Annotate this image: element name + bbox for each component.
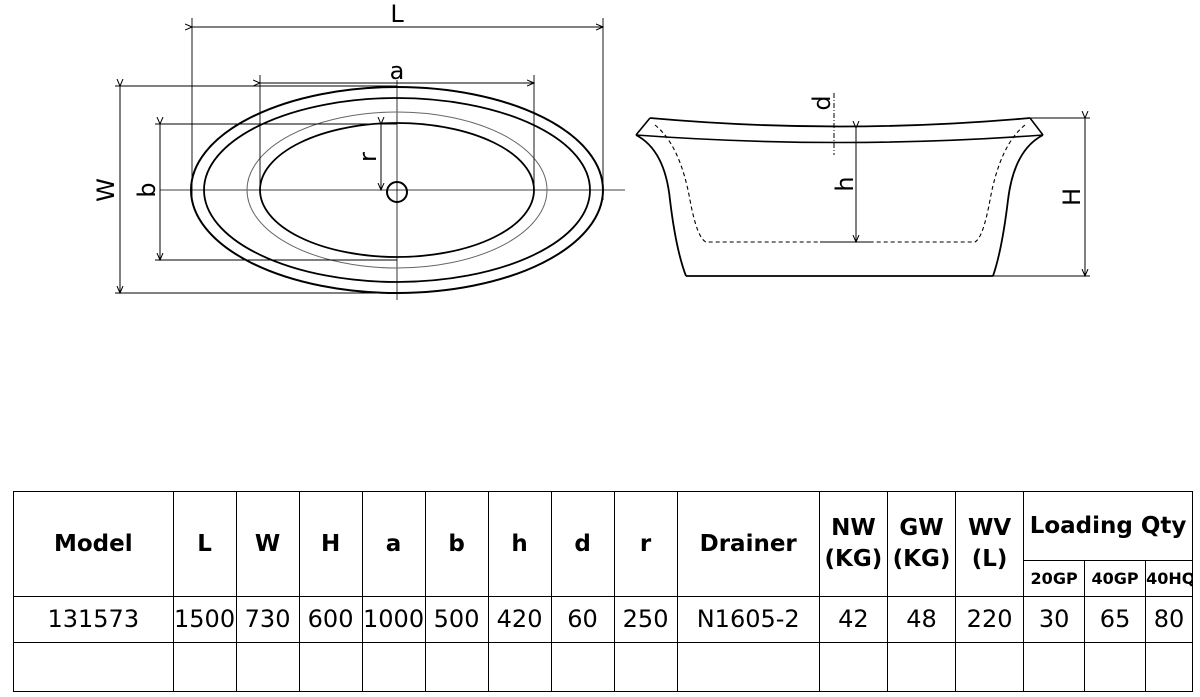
side-inner-basin [654, 124, 1026, 243]
label-a: a [390, 57, 405, 85]
technical-drawing: L a r W b d h H [92, 0, 1090, 300]
header-r: r [613, 491, 678, 597]
table-row: 131573 1500 730 600 1000 500 420 60 250 … [13, 595, 1193, 643]
side-view [635, 93, 1090, 277]
cell-W: 730 [235, 595, 300, 643]
header-H: H [298, 491, 363, 597]
cell-wv: 220 [955, 595, 1025, 643]
cell-nw: 42 [818, 595, 888, 643]
top-view [115, 18, 625, 300]
label-h: h [831, 176, 859, 191]
cell-r: 250 [613, 595, 678, 643]
cell-20gp: 30 [1023, 595, 1086, 643]
header-b: b [424, 491, 489, 597]
cell-40gp: 65 [1084, 595, 1147, 643]
label-r: r [354, 152, 382, 162]
header-L: L [172, 491, 237, 597]
header-nw: NW (KG) [818, 491, 888, 597]
cell-h: 420 [487, 595, 552, 643]
label-L: L [390, 0, 404, 28]
cell-gw: 48 [886, 595, 957, 643]
cell-model: 131573 [13, 595, 174, 643]
cell-a: 1000 [361, 595, 426, 643]
table-subheader-row: 20GP 40GP 40HQ [14, 560, 1193, 597]
header-40hq: 40HQ [1145, 560, 1193, 597]
header-20gp: 20GP [1023, 560, 1086, 597]
table-empty-row [13, 641, 1193, 693]
tub-basin-edge [246, 111, 548, 269]
header-drainer: Drainer [676, 491, 820, 597]
side-rim-top [649, 117, 1031, 128]
label-b: b [133, 182, 161, 197]
header-h: h [487, 491, 552, 597]
cell-drainer: N1605-2 [676, 595, 820, 643]
header-model: Model [13, 491, 174, 597]
label-d: d [808, 95, 836, 110]
cell-H: 600 [298, 595, 363, 643]
drain-icon [386, 181, 408, 203]
cell-b: 500 [424, 595, 489, 643]
header-40gp: 40GP [1084, 560, 1147, 597]
header-W: W [235, 491, 300, 597]
header-d: d [550, 491, 615, 597]
header-a: a [361, 491, 426, 597]
side-outer-wall-left [635, 134, 687, 277]
cell-d: 60 [550, 595, 615, 643]
header-loading-qty: Loading Qty [1023, 490, 1193, 562]
cell-40hq: 80 [1145, 595, 1193, 643]
label-W: W [92, 178, 120, 202]
header-wv: WV (L) [955, 491, 1025, 597]
side-outer-wall-right [992, 134, 1044, 277]
side-rim-lower [635, 117, 1044, 144]
spec-table: Model L W H a b h d r Drainer NW (KG) GW… [13, 490, 1193, 693]
table-header-row: Model L W H a b h d r Drainer NW (KG) GW… [13, 490, 1193, 597]
header-gw: GW (KG) [886, 491, 957, 597]
cell-L: 1500 [172, 595, 237, 643]
label-H: H [1058, 188, 1086, 206]
tub-rim-inner-edge [203, 97, 591, 283]
